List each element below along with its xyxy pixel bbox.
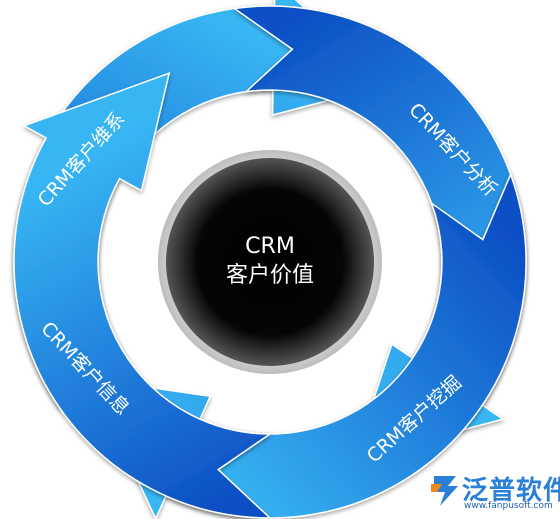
center-title: CRM: [245, 234, 295, 259]
center-subtitle: 客户价值: [226, 263, 314, 288]
arrow-info: [13, 72, 273, 519]
center-dark-disc: [166, 158, 374, 366]
center-hub: CRM 客户价值: [158, 150, 382, 374]
brand-name: 泛普软件: [462, 476, 560, 506]
brand-url: www.fanpusoft.com: [464, 501, 553, 511]
brand-logo: 泛普软件 www.fanpusoft.com: [428, 470, 560, 516]
fanpu-logo-icon: [431, 476, 458, 506]
